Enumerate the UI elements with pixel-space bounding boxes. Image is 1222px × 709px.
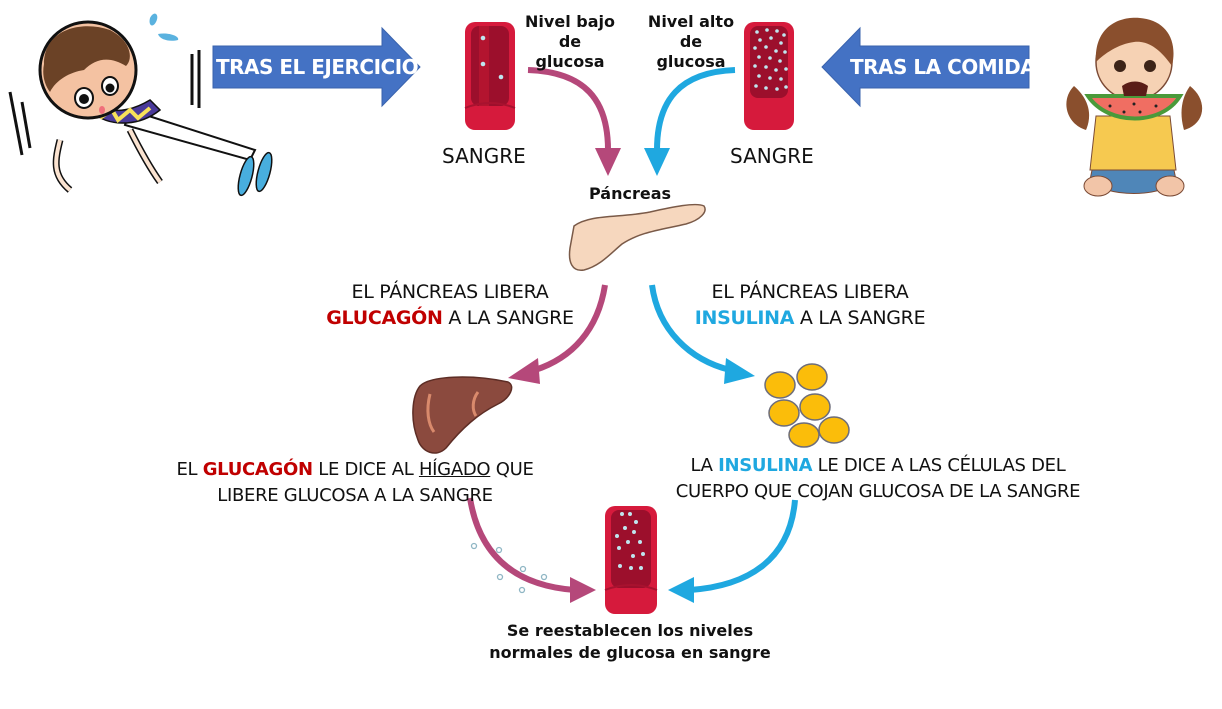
cells-to-blood-arrow [668, 499, 798, 603]
cells-caption: LA INSULINA LE DICE A LAS CÉLULAS DEL CU… [675, 455, 1081, 502]
pancreas-to-cells-arrow [649, 284, 755, 384]
result-caption: Se reestablecen los niveles normales de … [489, 621, 771, 662]
high-glucose-label: Nivel alto de glucosa [647, 12, 735, 71]
liver-organ-name: HÍGADO [418, 459, 491, 480]
high-glucose-vessel [744, 22, 794, 130]
pancreas-illustration [568, 203, 706, 271]
low-glucose-vessel-label: SANGRE [442, 144, 526, 168]
glucagon-hormone-name: GLUCAGÓN [326, 307, 443, 329]
pancreas-to-liver-arrow [508, 284, 608, 384]
liver-to-blood-arrow [467, 497, 596, 603]
girl-eating-illustration [1066, 17, 1203, 197]
exercise-trigger-label: TRAS EL EJERCICIO [216, 55, 419, 79]
glucagon-release-text: EL PÁNCREAS LIBERA GLUCAGÓN A LA SANGRE [326, 281, 574, 329]
boy-exercising-illustration [8, 13, 273, 197]
low-glucose-label: Nivel bajo de glucosa [525, 12, 615, 71]
meal-trigger-label: TRAS LA COMIDA [850, 55, 1036, 79]
normal-glucose-vessel [604, 506, 658, 614]
insulin-hormone-name: INSULINA [718, 455, 813, 476]
glucagon-hormone-name: GLUCAGÓN [202, 459, 313, 480]
high-glucose-vessel-label: SANGRE [730, 144, 814, 168]
low-glucose-vessel [464, 22, 516, 130]
body-cells-illustration [764, 363, 850, 448]
high-glucose-to-pancreas-arrow [644, 67, 736, 176]
meal-block-arrow [821, 26, 1030, 108]
low-glucose-to-pancreas-arrow [527, 67, 621, 176]
insulin-hormone-name: INSULINA [694, 307, 795, 329]
liver-caption: EL GLUCAGÓN LE DICE AL HÍGADO QUE LIBERE… [176, 459, 534, 506]
exercise-block-arrow [212, 26, 421, 108]
pancreas-label: Páncreas [589, 184, 672, 203]
insulin-release-text: EL PÁNCREAS LIBERA INSULINA A LA SANGRE [694, 281, 926, 329]
liver-illustration [412, 376, 513, 454]
